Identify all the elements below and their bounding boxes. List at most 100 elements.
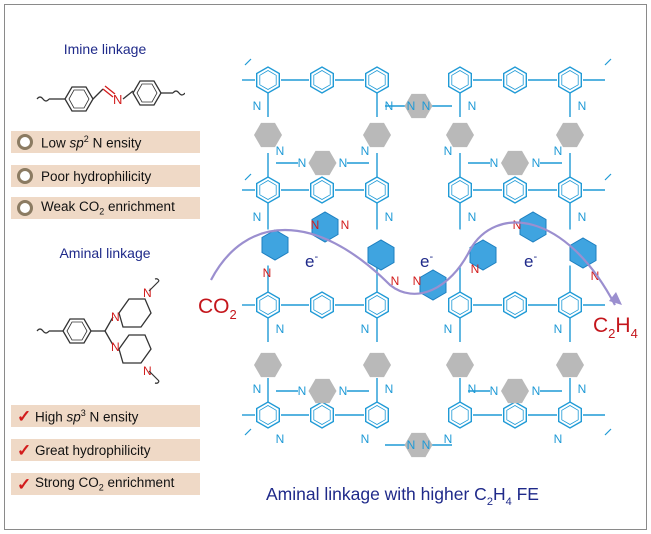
benzene-ring xyxy=(503,66,527,94)
aminal-linkage-title: Aminal linkage xyxy=(59,245,151,261)
electron-label: e- xyxy=(305,251,318,271)
benzene-ring-inner xyxy=(451,295,469,315)
electron-label: e- xyxy=(524,251,537,271)
benzene-ring-inner xyxy=(259,405,277,425)
nitrogen-atom: N xyxy=(444,144,453,158)
nitrogen-atom: N xyxy=(276,322,285,336)
arrow-head-icon xyxy=(609,292,622,305)
benzene-ring xyxy=(558,401,582,429)
piperazine-linker xyxy=(446,352,474,378)
nitrogen-atom: N xyxy=(444,432,453,446)
benzene-ring-inner xyxy=(368,70,386,90)
nitrogen-atom: N xyxy=(490,156,499,170)
nitrogen-atom: N xyxy=(253,382,262,396)
imine-structure: N xyxy=(36,80,185,112)
aminal-feature-1: ✓ High sp3 N ensity xyxy=(11,405,200,427)
nitrogen-atom: N xyxy=(468,99,477,113)
nitrogen-atom: N xyxy=(253,99,262,113)
nitrogen-atom: N xyxy=(298,156,307,170)
nitrogen-atom: N xyxy=(578,382,587,396)
nitrogen-atom: N xyxy=(385,99,394,113)
active-site-hexagon xyxy=(569,237,597,269)
piperazine-linker xyxy=(501,378,529,404)
benzene-ring-inner xyxy=(506,70,524,90)
benzene-ring-inner xyxy=(368,180,386,200)
imine-nitrogen-label: N xyxy=(113,92,122,107)
nitrogen-atom: N xyxy=(298,384,307,398)
feature-text: High sp3 N ensity xyxy=(35,407,139,425)
piperazine-linker xyxy=(556,352,584,378)
aminal-feature-2: ✓ Great hydrophilicity xyxy=(11,439,200,461)
benzene-ring-inner xyxy=(313,405,331,425)
nitrogen-atom: N xyxy=(532,156,541,170)
c2h4-product-label: C2H4 xyxy=(593,314,638,341)
nitrogen-atom: N xyxy=(578,99,587,113)
benzene-ring xyxy=(255,401,280,429)
aminal-nitrogen-label: N xyxy=(143,286,152,300)
benzene-ring xyxy=(448,401,472,429)
piperazine-linker xyxy=(308,150,337,176)
benzene-ring xyxy=(503,401,527,429)
nitrogen-atom: N xyxy=(513,218,522,232)
piperazine-linker xyxy=(308,378,337,404)
chain-end xyxy=(604,173,612,181)
piperazine-linker xyxy=(556,122,584,148)
benzene-ring-inner xyxy=(451,70,469,90)
imine-linkage-title: Imine linkage xyxy=(63,41,147,57)
nitrogen-atom: N xyxy=(554,432,563,446)
nitrogen-atom: N xyxy=(444,322,453,336)
aminal-feature-3: ✓ Strong CO2 enrichment xyxy=(11,473,200,495)
benzene-ring-inner xyxy=(561,405,579,425)
benzene-ring-inner xyxy=(259,180,277,200)
nitrogen-atom: N xyxy=(407,438,416,452)
benzene-ring-inner xyxy=(506,405,524,425)
nitrogen-atom: N xyxy=(391,274,400,288)
aminal-nitrogen-label: N xyxy=(111,340,120,354)
nitrogen-atom: N xyxy=(468,210,477,224)
co2-reactant-label: CO2 xyxy=(198,295,237,322)
benzene-ring-inner xyxy=(368,295,386,315)
nitrogen-atom: N xyxy=(422,99,431,113)
chain-end xyxy=(604,428,612,436)
imine-feature-1: Low sp2 N ensity xyxy=(11,131,200,153)
nitrogen-atom: N xyxy=(361,322,370,336)
nitrogen-atom: N xyxy=(385,382,394,396)
aminal-structure: N N N N xyxy=(36,278,160,384)
bullet-icon xyxy=(17,200,33,216)
nitrogen-atom: N xyxy=(339,156,348,170)
nitrogen-atom: N xyxy=(578,210,587,224)
piperazine-linker xyxy=(404,93,433,119)
benzene-ring xyxy=(365,401,389,429)
chain-end xyxy=(604,58,612,66)
chain-end xyxy=(244,428,252,436)
nitrogen-atom: N xyxy=(554,144,563,158)
bullet-icon xyxy=(17,134,33,150)
feature-text: Great hydrophilicity xyxy=(35,442,151,458)
linker-sites xyxy=(254,93,597,458)
piperazine-linker xyxy=(404,432,433,458)
benzene-ring-inner xyxy=(259,295,277,315)
nitrogen-atom: N xyxy=(263,266,272,280)
benzene-ring xyxy=(310,291,334,319)
chain-end xyxy=(244,173,252,181)
nitrogen-atom: N xyxy=(591,269,600,283)
chain-end xyxy=(244,58,252,66)
nitrogen-atom: N xyxy=(490,384,499,398)
benzene-ring-inner xyxy=(506,180,524,200)
benzene-ring xyxy=(310,176,334,204)
piperazine-linker xyxy=(501,150,529,176)
checkmark-icon: ✓ xyxy=(17,406,32,426)
active-site-hexagon xyxy=(367,239,395,271)
nitrogen-atom: N xyxy=(361,144,370,158)
benzene-ring xyxy=(310,66,334,94)
benzene-ring xyxy=(503,291,527,319)
benzene-ring-inner xyxy=(368,405,386,425)
checkmark-icon: ✓ xyxy=(17,440,32,460)
piperazine-linker xyxy=(254,352,282,378)
nitrogen-atom: N xyxy=(341,218,350,232)
nitrogen-atom: N xyxy=(422,438,431,452)
nitrogen-atom: N xyxy=(407,99,416,113)
benzene-ring xyxy=(310,401,334,429)
benzene-ring-inner xyxy=(561,180,579,200)
nitrogen-atom: N xyxy=(253,210,262,224)
